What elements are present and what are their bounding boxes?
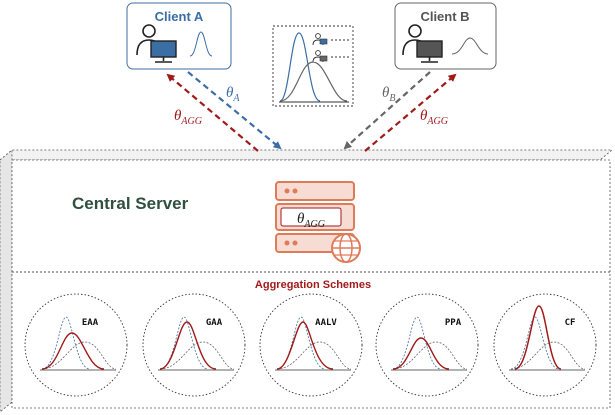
scheme-ppa: PPA <box>375 293 479 397</box>
scheme-label: PPA <box>445 318 462 328</box>
user-computer-icon <box>402 24 443 63</box>
scheme-label: EAA <box>82 318 99 328</box>
scheme-cf: CF <box>493 293 597 397</box>
client-a-curve <box>279 32 321 102</box>
scheme-label: GAA <box>206 318 223 328</box>
client-a-distribution-curve <box>189 31 213 57</box>
scheme-label: CF <box>565 318 576 328</box>
aggregation-schemes-title: Aggregation Schemes <box>255 279 371 291</box>
server-title: Central Server <box>72 194 189 213</box>
theta-agg-label-right: θAGG <box>420 108 448 127</box>
server-globe-icon <box>275 181 361 263</box>
legend-client-b-icon <box>312 50 328 63</box>
communication-arrows <box>166 71 457 152</box>
client-b-label: Client B <box>420 9 469 24</box>
client-a-node: Client A <box>126 2 232 70</box>
scheme-aalv: AALV <box>259 293 363 397</box>
scheme-gaa: GAA <box>142 293 246 397</box>
client-a-label: Client A <box>155 9 204 24</box>
theta-b-label: θB <box>382 85 395 104</box>
server-theta-agg: θAGG <box>297 211 325 230</box>
arrow-client-b-upload <box>343 71 431 150</box>
client-b-distribution-curve <box>451 37 489 55</box>
scheme-label: AALV <box>315 318 337 328</box>
theta-agg-label-left: θAGG <box>174 108 202 127</box>
arrow-agg-to-client-b <box>364 73 457 152</box>
arrow-client-a-upload <box>187 71 282 150</box>
legend-client-a-icon <box>312 33 328 46</box>
user-computer-icon <box>136 24 177 63</box>
client-b-node: Client B <box>394 2 497 70</box>
arrow-agg-to-client-a <box>166 73 259 152</box>
scheme-eaa: EAA <box>24 293 128 397</box>
theta-a-label: θA <box>226 85 240 104</box>
distribution-legend-box <box>272 25 354 107</box>
